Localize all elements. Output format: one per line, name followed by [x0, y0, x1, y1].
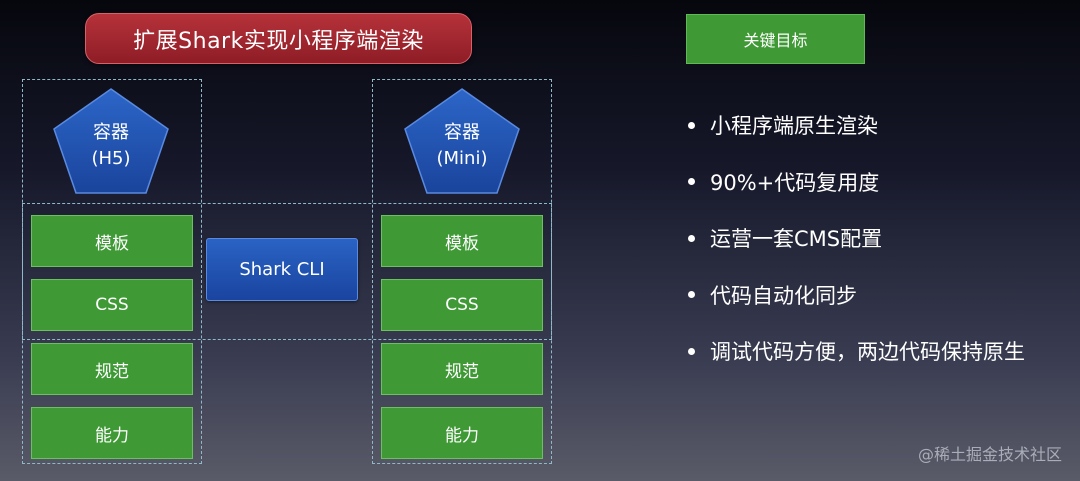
- container-mini-label-line2: (Mini): [436, 148, 488, 169]
- goal-item: 调试代码方便，两边代码保持原生: [688, 323, 1025, 380]
- container-mini-label-line1: 容器: [444, 122, 480, 143]
- goal-text: 小程序端原生渲染: [710, 114, 878, 139]
- container-h5-label-line2: (H5): [91, 148, 131, 169]
- goal-text: 代码自动化同步: [710, 283, 857, 308]
- right-spec-box: 规范: [381, 343, 543, 395]
- container-h5-pentagon: 容器 (H5): [52, 87, 170, 195]
- left-spec-box: 规范: [31, 343, 193, 395]
- watermark: @稀土掘金技术社区: [917, 445, 1062, 464]
- bullet-icon: [688, 291, 695, 299]
- key-goals-header: 关键目标: [686, 14, 865, 64]
- goal-item: 小程序端原生渲染: [688, 97, 1025, 154]
- left-capability-box: 能力: [31, 407, 193, 459]
- pentagon-shape: [404, 88, 520, 194]
- key-goals-list: 小程序端原生渲染 90%+代码复用度 运营一套CMS配置 代码自动化同步 调试代…: [688, 97, 1025, 380]
- left-template-box: 模板: [31, 215, 193, 267]
- goal-item: 代码自动化同步: [688, 267, 1025, 324]
- diagram-title: 扩展Shark实现小程序端渲染: [85, 13, 472, 64]
- shared-layer-outline: [22, 203, 552, 340]
- bullet-icon: [688, 121, 695, 129]
- container-h5-label-line1: 容器: [93, 122, 129, 143]
- goal-text: 调试代码方便，两边代码保持原生: [710, 340, 1025, 365]
- left-css-box: CSS: [31, 279, 193, 331]
- goal-text: 运营一套CMS配置: [710, 227, 883, 252]
- right-capability-box: 能力: [381, 407, 543, 459]
- bullet-icon: [688, 347, 695, 355]
- right-template-box: 模板: [381, 215, 543, 267]
- goal-text: 90%+代码复用度: [710, 170, 880, 195]
- container-mini-pentagon: 容器 (Mini): [403, 87, 521, 195]
- shark-cli-box: Shark CLI: [206, 238, 358, 301]
- goal-item: 运营一套CMS配置: [688, 210, 1025, 267]
- goal-item: 90%+代码复用度: [688, 154, 1025, 211]
- right-css-box: CSS: [381, 279, 543, 331]
- pentagon-shape: [53, 88, 169, 194]
- bullet-icon: [688, 178, 695, 186]
- bullet-icon: [688, 234, 695, 242]
